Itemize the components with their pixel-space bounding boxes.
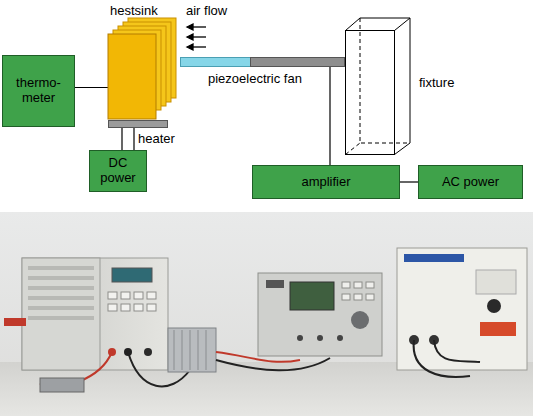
connector-line [329,67,330,165]
node-shape [108,34,164,120]
instrument-box: DC power [89,150,147,192]
heater-bar: heater [108,120,168,128]
node-label: thermo- meter [11,76,66,106]
instrument-box: thermo- meter [2,55,75,127]
airflow-arrows [187,24,206,50]
heatsink: hestsink [108,34,164,120]
node-label: amplifier [301,175,350,190]
node-shape [108,120,168,128]
connector-line [133,128,134,150]
node-label: fixture [419,76,454,91]
instrument-box: amplifier [252,165,400,199]
node-label: hestsink [110,4,158,19]
node-label: DC power [99,156,137,186]
piezo-fan: piezoelectric fan [180,57,345,67]
node-shape [180,57,345,67]
fixture-box: fixture [345,30,395,155]
node-label: heater [138,132,175,147]
node-label: AC power [442,175,499,190]
connector-line [75,87,108,88]
free-label: air flow [186,4,227,19]
node-shape [345,30,395,155]
node-label: piezoelectric fan [208,72,302,87]
instrument-box: AC power [418,165,523,199]
connector-line [121,128,122,150]
connector-line [400,181,418,182]
